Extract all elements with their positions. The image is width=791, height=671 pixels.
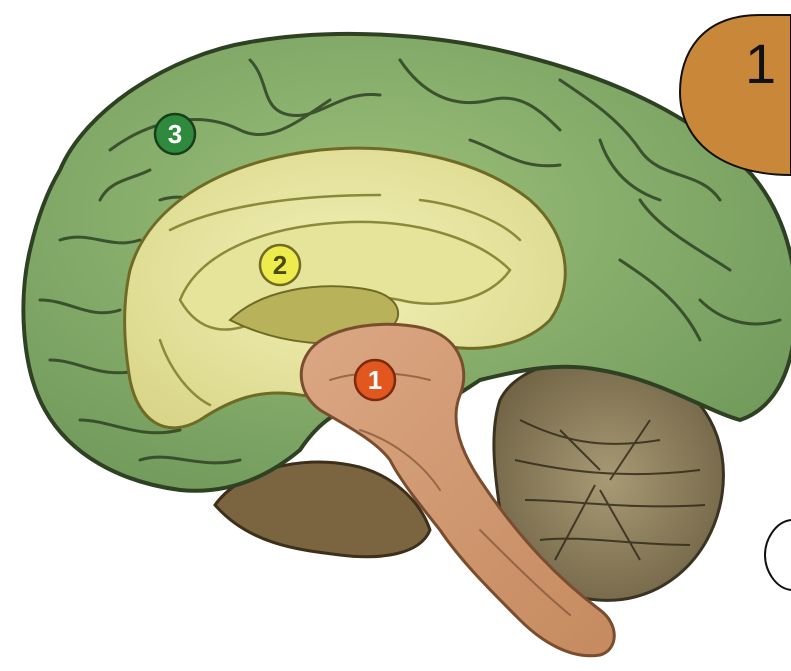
marker-limbic-label: 2 [268,250,292,280]
callout-label: 1 [745,34,776,94]
partial-circle-outline [765,520,791,590]
marker-cortex-label: 3 [163,119,187,149]
marker-brainstem-label: 1 [363,365,387,395]
